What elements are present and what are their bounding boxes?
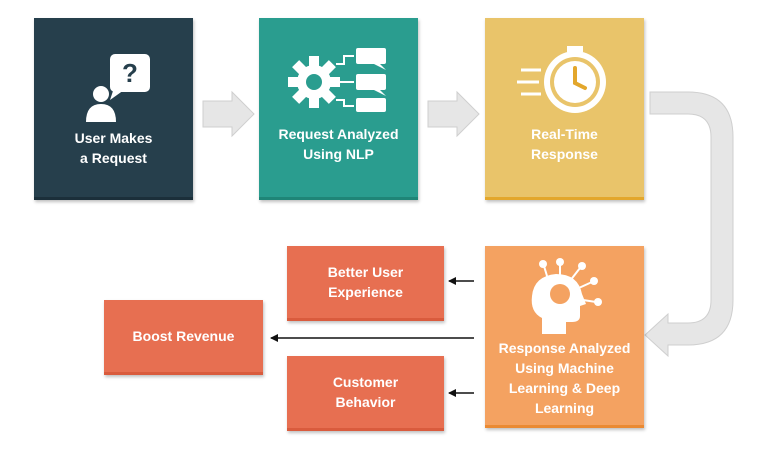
- outcome-label: Boost Revenue: [132, 328, 235, 344]
- step-user-request: ? User Makes a Request: [34, 18, 193, 200]
- step-label: Response Analyzed Using Machine Learning…: [498, 340, 631, 416]
- fast-clock-icon: [485, 46, 644, 118]
- block-arrow-1: [202, 90, 255, 138]
- step-nlp: Request Analyzed Using NLP: [259, 18, 418, 200]
- step-label: User Makes a Request: [74, 130, 153, 166]
- step-label: Real-Time Response: [531, 126, 598, 162]
- gear-chat-icon: [259, 44, 418, 116]
- block-arrow-2: [427, 90, 480, 138]
- step-ml-analysis: Response Analyzed Using Machine Learning…: [485, 246, 644, 428]
- outcome-label: Customer Behavior: [332, 374, 399, 410]
- user-question-icon: ?: [34, 46, 193, 122]
- curved-arrow: [644, 91, 734, 358]
- step-label: Request Analyzed Using NLP: [278, 126, 399, 162]
- outcome-boost-revenue: Boost Revenue: [104, 300, 263, 375]
- step-realtime: Real-Time Response: [485, 18, 644, 200]
- outcome-customer-behavior: Customer Behavior: [287, 356, 444, 431]
- outcome-better-ux: Better User Experience: [287, 246, 444, 321]
- svg-text:?: ?: [122, 58, 138, 88]
- outcome-label: Better User Experience: [327, 264, 404, 300]
- ai-head-icon: [485, 256, 644, 336]
